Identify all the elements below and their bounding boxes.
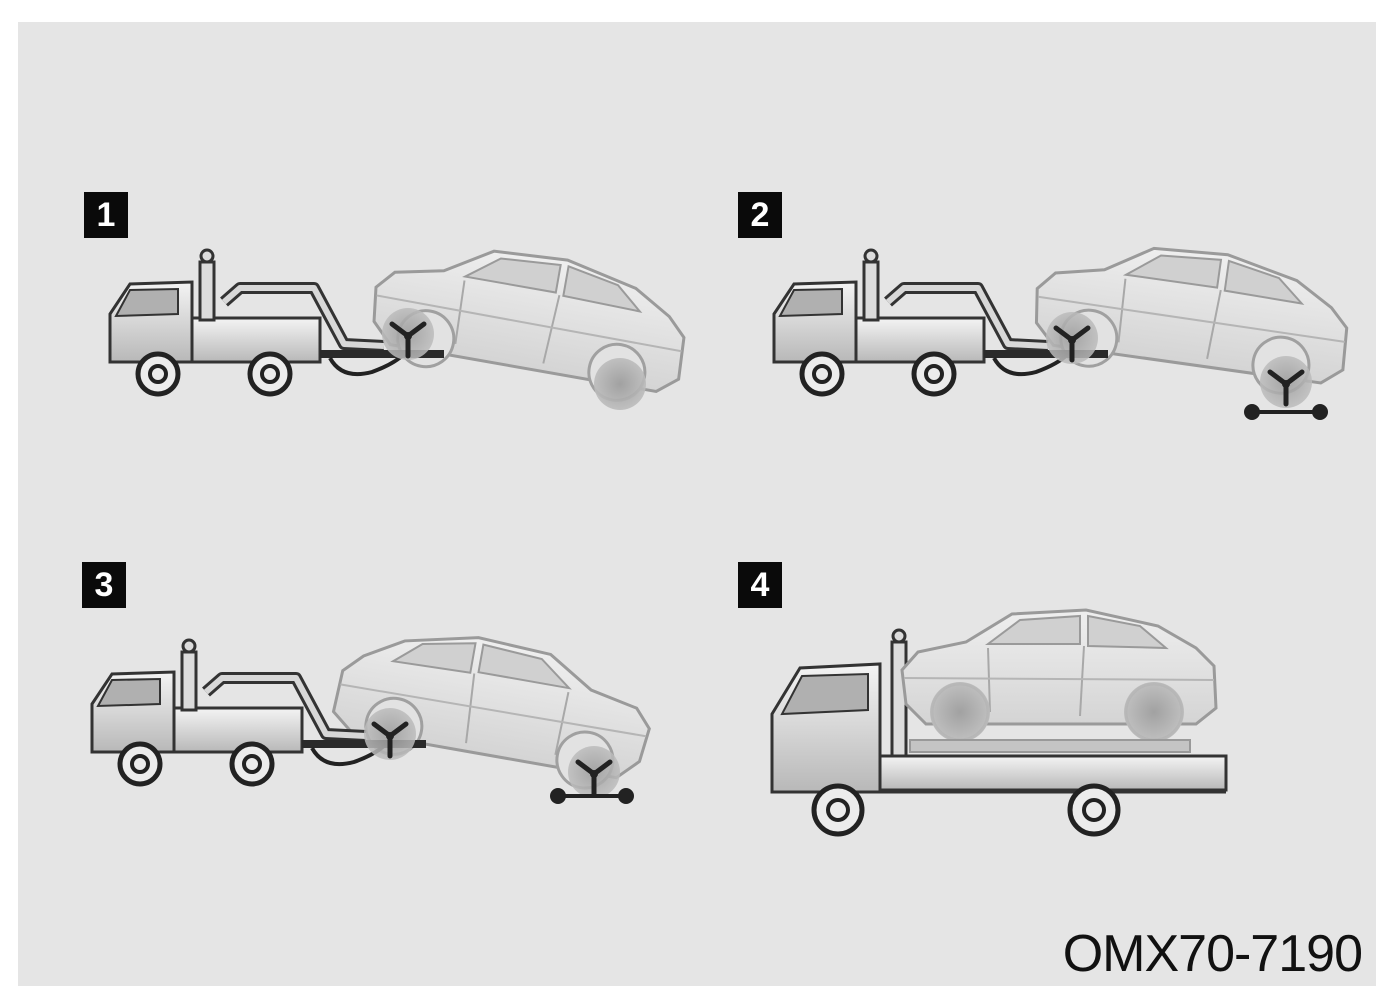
flatbed-tow-illustration	[720, 592, 1376, 872]
figure-code: OMX70-7190	[1063, 924, 1362, 984]
panel-number-badge: 1	[84, 192, 128, 238]
rear-lift-with-dolly-illustration	[78, 632, 738, 892]
panel-2: 2	[720, 192, 1376, 492]
wheel-lift-with-dolly-illustration	[720, 242, 1376, 482]
figure-sheet: 1 2 3 4	[18, 22, 1376, 986]
wheel-lift-tow-illustration	[78, 242, 738, 482]
panel-1: 1	[78, 192, 738, 492]
panel-number-badge: 2	[738, 192, 782, 238]
panel-3: 3	[78, 562, 738, 862]
panel-4: 4	[720, 562, 1376, 862]
panel-number-badge: 3	[82, 562, 126, 608]
